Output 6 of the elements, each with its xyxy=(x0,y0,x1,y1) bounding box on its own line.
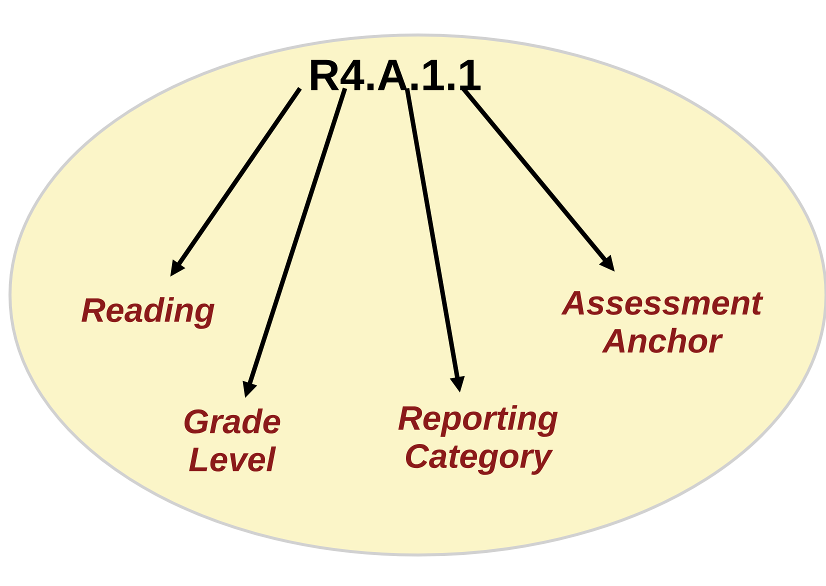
part-label: Reading xyxy=(82,297,214,329)
part-label: Assessment Anchor xyxy=(561,291,764,353)
ellipse-background xyxy=(8,34,826,556)
part-label: Grade Level xyxy=(184,408,280,472)
part-label: Reporting Category xyxy=(398,405,558,475)
code-label: R4.A.1.1 xyxy=(311,60,481,90)
